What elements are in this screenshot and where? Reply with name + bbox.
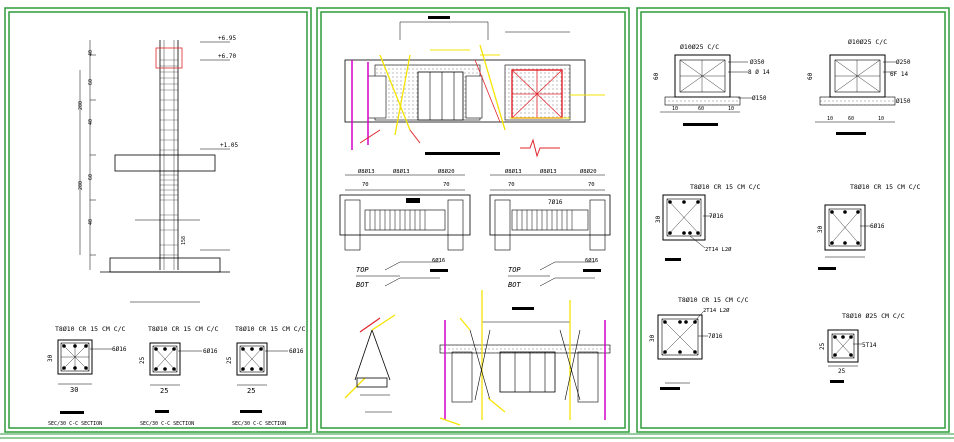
legend-bot-right: BOT <box>508 281 521 289</box>
footing-2-side1: Ø250 <box>896 59 911 66</box>
p3-section-3-bars: 7Ø16 <box>708 333 723 340</box>
p3-section-1-bars: 7Ø16 <box>709 213 724 220</box>
p3-section-3-extra: 2T14 L2Ø <box>703 307 730 314</box>
frame-corner-marks <box>0 433 954 439</box>
beam-left-dim-right: 70 <box>443 182 450 188</box>
svg-text:40: 40 <box>88 50 94 56</box>
col-section-3-bars: 6Ø16 <box>289 348 304 355</box>
beam-elevation-top <box>344 16 605 158</box>
footing-1-dim-a: 10 <box>672 106 678 112</box>
col-section-2: T8Ø10 CR 15 CM C/C 6Ø16 25 25 SEC/30 C-C… <box>139 325 219 427</box>
panel-3-frame <box>636 7 950 433</box>
footing-1-side2: 8 Ø 14 <box>748 69 770 76</box>
footing-2-side2: 6F 14 <box>890 71 908 78</box>
footing-2-dim-c: 10 <box>878 116 884 122</box>
col-section-3: T8Ø10 CR 15 CM C/C 6Ø16 25 25 SEC/30 C-C… <box>226 325 306 427</box>
top-bot-legend: TOP BOT 6Ø16 TOP BOT 6Ø16 <box>356 257 601 289</box>
svg-text:200: 200 <box>78 101 84 110</box>
p3-section-1-dim: 30 <box>655 215 662 223</box>
column-elevation <box>79 40 230 273</box>
p3-section-2-bars: 6Ø16 <box>870 223 885 230</box>
p3-section-4-dim-bottom: 25 <box>838 368 846 375</box>
col-section-3-dim-bottom: 25 <box>247 387 255 395</box>
footing-2: Ø10Ø25 C/C Ø250 6F 14 Ø150 60 10 60 10 <box>807 38 911 135</box>
footing-1-dim-b: 60 <box>698 106 704 112</box>
col-section-1-title: T8Ø10 CR 15 CM C/C <box>55 325 126 333</box>
column-elevation-dim-text: 40 60 40 60 40 200 200 158 <box>78 50 187 245</box>
p3-section-4-dim-side: 25 <box>819 342 826 350</box>
beam-elevation-left: Ø8Ø13 Ø8Ø13 Ø8Ø20 70 70 <box>339 168 471 251</box>
p3-section-4-title: T8Ø10 Ø25 CM C/C <box>842 312 905 320</box>
legend-top-right: TOP <box>508 266 521 274</box>
panel-2-frame <box>316 7 630 433</box>
p3-section-2-title: T8Ø10 CR 15 CM C/C <box>850 183 921 191</box>
col-section-2-caption: SEC/30 C-C SECTION <box>140 421 194 427</box>
level-floor: +1.05 <box>220 142 238 149</box>
beam-left-label-right-top: Ø8Ø20 <box>438 168 455 175</box>
level-top: +6.95 <box>218 35 236 42</box>
panel-1-frame <box>4 7 312 433</box>
p3-section-4-bars: 5T14 <box>862 342 877 349</box>
col-section-2-dim-side: 25 <box>139 356 146 364</box>
svg-text:40: 40 <box>88 119 94 125</box>
col-section-1: T8Ø10 CR 15 CM C/C 6Ø16 30 30 SEC/30 C-C… <box>47 325 127 427</box>
col-section-1-bars: 6Ø16 <box>112 346 127 353</box>
p3-section-4: T8Ø10 Ø25 CM C/C 5T14 25 25 <box>819 312 905 383</box>
beam-elevation-right: 7Ø16 Ø8Ø13 Ø8Ø13 Ø8Ø20 70 70 <box>489 168 611 251</box>
footing-2-dim-b: 60 <box>848 116 854 122</box>
col-section-2-bars: 6Ø16 <box>203 348 218 355</box>
col-section-3-title: T8Ø10 CR 15 CM C/C <box>235 325 306 333</box>
p3-section-1-title: T8Ø10 CR 15 CM C/C <box>690 183 761 191</box>
footing-2-dim-a: 10 <box>827 116 833 122</box>
col-section-3-caption: SEC/30 C-C SECTION <box>232 421 286 427</box>
p3-section-1-extra: 2T14 L2Ø <box>705 246 732 253</box>
svg-text:200: 200 <box>78 181 84 190</box>
col-section-3-dim-side: 25 <box>226 356 233 364</box>
beam-left-label-left-top: Ø8Ø13 <box>358 168 375 175</box>
legend-top-left-bars: 6Ø16 <box>432 257 445 264</box>
p3-section-3-title: T8Ø10 CR 15 CM C/C <box>678 296 749 304</box>
bottom-beam-detail <box>439 290 611 426</box>
col-section-2-title: T8Ø10 CR 15 CM C/C <box>148 325 219 333</box>
svg-text:158: 158 <box>181 236 187 245</box>
p3-section-2: T8Ø10 CR 15 CM C/C 6Ø16 30 <box>817 183 921 270</box>
svg-text:40: 40 <box>88 219 94 225</box>
p3-section-1: T8Ø10 CR 15 CM C/C 7Ø16 2T14 L2Ø 30 <box>655 183 761 261</box>
level-mid: +6.70 <box>218 53 236 60</box>
beam-right-label-left-top: Ø8Ø13 <box>505 168 522 175</box>
col-section-1-caption: SEC/30 C-C SECTION <box>48 421 102 427</box>
footing-2-dim-h: 60 <box>807 72 814 80</box>
beam-right-label-right-top: Ø8Ø20 <box>580 168 597 175</box>
beam-right-label-mid-top: Ø8Ø13 <box>540 168 557 175</box>
svg-text:60: 60 <box>88 174 94 180</box>
beam-right-bars: 7Ø16 <box>548 199 563 206</box>
footing-1-dim-h: 60 <box>653 72 660 80</box>
col-section-1-dim-bottom: 30 <box>70 386 78 394</box>
p3-section-3: T8Ø10 CR 15 CM C/C 2T14 L2Ø 7Ø16 30 <box>649 296 749 390</box>
footing-1-top-label: Ø10Ø25 C/C <box>680 43 719 51</box>
beam-right-dim-right: 70 <box>588 182 595 188</box>
legend-top-right-bars: 6Ø16 <box>585 257 598 264</box>
beam-left-dim-left: 70 <box>362 182 369 188</box>
svg-text:60: 60 <box>88 79 94 85</box>
legend-bot-left: BOT <box>356 281 369 289</box>
footing-1: Ø10Ø25 C/C Ø350 8 Ø 14 Ø150 60 10 60 10 <box>653 43 770 126</box>
footing-2-top-label: Ø10Ø25 C/C <box>848 38 887 46</box>
p3-section-2-dim: 30 <box>817 225 824 233</box>
beam-left-label-mid-top: Ø8Ø13 <box>393 168 410 175</box>
footing-1-side1: Ø350 <box>750 59 765 66</box>
legend-top-left: TOP <box>356 266 369 274</box>
footing-1-dim-c: 10 <box>728 106 734 112</box>
stair-detail <box>344 314 396 413</box>
footing-2-bottom: Ø150 <box>896 98 911 105</box>
footing-1-bottom: Ø150 <box>752 95 767 102</box>
col-section-2-dim-bottom: 25 <box>160 387 168 395</box>
p3-section-3-dim: 30 <box>649 334 656 342</box>
beam-right-dim-left: 70 <box>508 182 515 188</box>
col-section-1-dim-side: 30 <box>47 354 54 362</box>
